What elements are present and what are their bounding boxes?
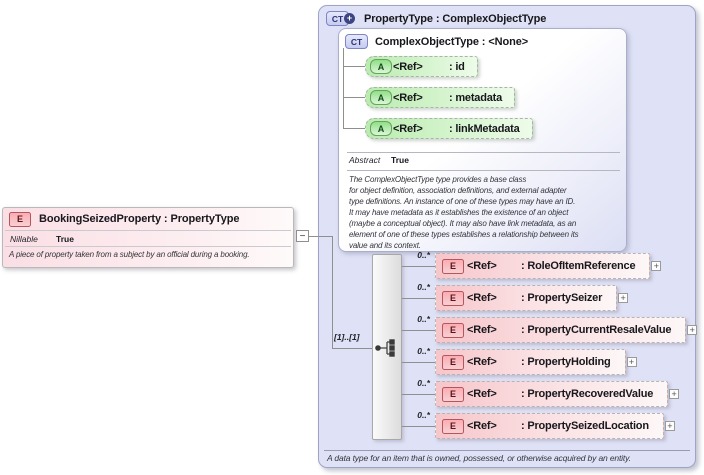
connector-line (309, 236, 332, 237)
type-box-header: CT + PropertyType : ComplexObjectType (319, 6, 695, 31)
annotation-line: for object definition, association defin… (349, 186, 567, 195)
element-ref-row[interactable]: E <Ref> : PropertyCurrentResaleValue + (435, 317, 698, 343)
element-name: : PropertyRecoveredValue (521, 388, 654, 400)
element-name: : PropertySeizer (521, 292, 603, 304)
attribute-icon: A (370, 59, 392, 74)
element-name: : PropertySeizedLocation (521, 420, 649, 432)
occurs-label: 0..* (417, 314, 430, 324)
annotation-line: type definitions. An instance of one of … (349, 197, 576, 206)
ref-label: <Ref> (467, 260, 497, 272)
annotation-line: (maybe a conceptual object). It may also… (349, 219, 577, 228)
expand-icon[interactable]: + (651, 261, 662, 271)
occurs-label: 0..* (417, 250, 430, 260)
connector-line (343, 48, 344, 129)
element-name: : RoleOfItemReference (521, 260, 636, 272)
complex-type-icon: CT (345, 34, 368, 49)
element-ref-row[interactable]: E <Ref> : PropertyRecoveredValue + (435, 381, 680, 407)
annotation-line: value and its context. (349, 241, 421, 250)
attribute-icon: A (370, 121, 392, 136)
attribute-name: : metadata (449, 91, 503, 104)
element-name: : PropertyCurrentResaleValue (521, 324, 672, 336)
facet-label: Nillable (10, 233, 38, 244)
divider (5, 246, 291, 247)
divider (347, 170, 620, 171)
facet-row: Nillable True (3, 231, 293, 246)
ref-label: <Ref> (467, 420, 497, 432)
element-ref-row[interactable]: E <Ref> : PropertyHolding + (435, 349, 637, 375)
divider (324, 450, 690, 451)
element-ref-row[interactable]: E <Ref> : PropertySeizer + (435, 285, 629, 311)
collapse-icon[interactable]: − (296, 230, 309, 242)
element-icon: E (442, 322, 464, 338)
cardinality-label: [1]..[1] (334, 332, 360, 342)
base-type-annotation: The ComplexObjectType type provides a ba… (349, 174, 579, 251)
attribute-ref-row[interactable]: A <Ref> : id (365, 56, 478, 77)
type-box-title: PropertyType : ComplexObjectType (364, 12, 547, 25)
element-annotation: A piece of property taken from a subject… (9, 250, 250, 259)
attribute-ref-row[interactable]: A <Ref> : metadata (365, 87, 516, 108)
ref-label: <Ref> (467, 388, 497, 400)
facet-value: True (391, 155, 409, 165)
occurs-label: 0..* (417, 282, 430, 292)
element-box-header: E BookingSeizedProperty : PropertyType (3, 208, 293, 230)
connector-line (343, 97, 365, 98)
expand-icon[interactable]: + (687, 325, 698, 335)
connector-line (402, 266, 435, 267)
attribute-icon: A (370, 90, 392, 105)
connector-line (402, 330, 435, 331)
type-annotation: A data type for an item that is owned, p… (327, 453, 631, 463)
attribute-name: : linkMetadata (449, 122, 520, 135)
ref-label: <Ref> (393, 91, 423, 104)
ref-label: <Ref> (393, 60, 423, 73)
connector-line (402, 426, 435, 427)
element-box-title: BookingSeizedProperty : PropertyType (39, 213, 240, 225)
connector-line (332, 348, 372, 349)
ref-label: <Ref> (393, 122, 423, 135)
occurs-label: 0..* (417, 410, 430, 420)
connector-line (343, 66, 365, 67)
element-box-bookingseizedproperty[interactable]: E BookingSeizedProperty : PropertyType N… (2, 207, 294, 268)
occurs-label: 0..* (417, 378, 430, 388)
element-ref-row[interactable]: E <Ref> : PropertySeizedLocation + (435, 413, 675, 439)
element-ref-row[interactable]: E <Ref> : RoleOfItemReference + (435, 253, 662, 279)
connector-line (402, 362, 435, 363)
element-name: : PropertyHolding (521, 356, 611, 368)
annotation-line: element of one of these types establishe… (349, 230, 579, 239)
connector-line (402, 298, 435, 299)
connector-line (332, 236, 333, 349)
annotation-line: The ComplexObjectType type provides a ba… (349, 175, 527, 184)
base-type-header: CT ComplexObjectType : <None> (339, 29, 626, 54)
expand-icon[interactable]: + (669, 389, 680, 399)
facet-row: Abstract True (349, 155, 409, 165)
facet-value: True (56, 233, 74, 244)
element-icon: E (442, 386, 464, 402)
sequence-icon (375, 339, 395, 357)
connector-line (343, 128, 365, 129)
ref-label: <Ref> (467, 292, 497, 304)
divider (347, 152, 620, 153)
ref-label: <Ref> (467, 324, 497, 336)
divider (5, 230, 291, 231)
ref-label: <Ref> (467, 356, 497, 368)
occurs-label: 0..* (417, 346, 430, 356)
element-icon: E (442, 354, 464, 370)
element-icon: E (442, 258, 464, 274)
attribute-ref-row[interactable]: A <Ref> : linkMetadata (365, 118, 533, 139)
annotation-line: It may have metadata as it establishes t… (349, 208, 569, 217)
element-icon: E (442, 290, 464, 306)
attribute-name: : id (449, 60, 465, 73)
element-icon: E (442, 418, 464, 434)
base-type-title: ComplexObjectType : <None> (375, 35, 529, 48)
derived-type-icon: + (344, 13, 355, 24)
connector-line (402, 394, 435, 395)
element-icon: E (9, 211, 31, 227)
expand-icon[interactable]: + (664, 421, 675, 431)
facet-label: Abstract (349, 155, 381, 165)
expand-icon[interactable]: + (626, 357, 637, 367)
expand-icon[interactable]: + (618, 293, 629, 303)
